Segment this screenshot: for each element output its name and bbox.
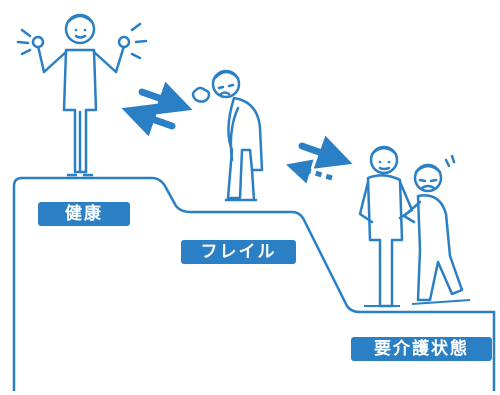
stage-label-care-needed: 要介護状態 <box>351 337 492 361</box>
transition-arrows-top <box>121 81 193 137</box>
frail-person-icon <box>191 69 264 202</box>
stage-label-frailty: フレイル <box>181 240 296 264</box>
transition-arrows-bottom <box>286 135 353 184</box>
caregiver-person-icon <box>358 145 414 308</box>
healthy-person-icon <box>16 13 148 177</box>
stage-label-healthy: 健康 <box>38 202 130 226</box>
arrow-back-icon <box>121 103 176 137</box>
elderly-person-icon <box>402 154 464 302</box>
arrow-forward-icon <box>298 135 353 169</box>
arrow-forward-icon <box>138 81 193 115</box>
arrow-back-dashed-icon <box>286 159 333 184</box>
